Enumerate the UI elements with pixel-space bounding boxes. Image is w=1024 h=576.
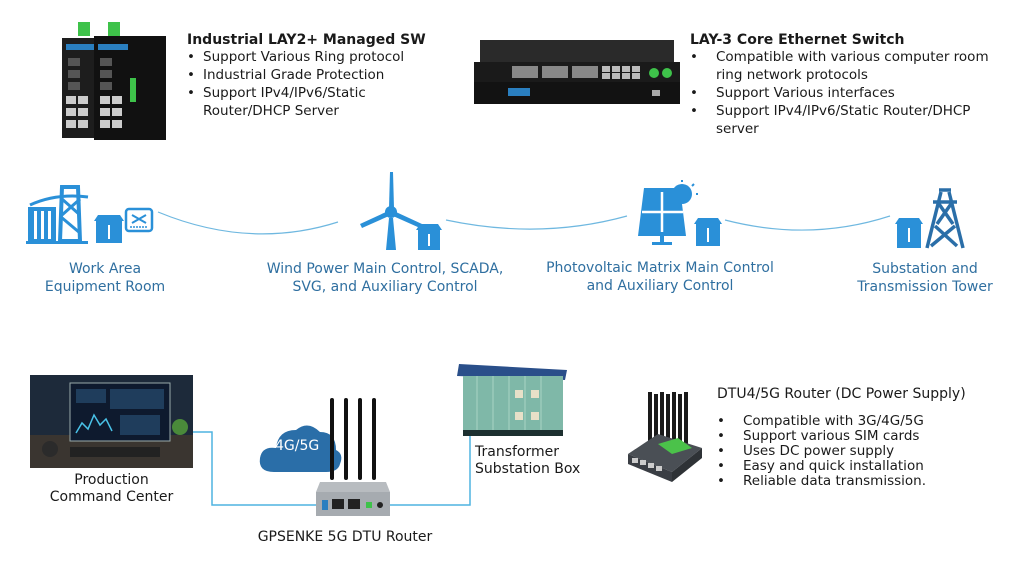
cloud-label: 4G/5G <box>275 438 320 454</box>
l3-switch-feature: Compatible with various computer room ri… <box>690 48 1010 84</box>
dtu-router-feature: Support various SIM cards <box>717 429 1017 445</box>
l2-switch-feature: Industrial Grade Protection <box>187 66 447 84</box>
industrial-switch-image <box>62 22 166 140</box>
substation-box-link <box>388 430 471 506</box>
network-lines <box>192 430 471 506</box>
site-work-area: Work Area Equipment Room <box>44 261 166 295</box>
l2-switch-feature: Support Various Ring protocol <box>187 48 447 66</box>
transmission-tower-icon <box>895 188 965 249</box>
solar-panel-icon <box>638 180 722 246</box>
l2-switch-feature: Support IPv4/IPv6/Static Router/DHCP Ser… <box>187 84 447 120</box>
router-label: GPSENKE 5G DTU Router <box>257 529 433 545</box>
l2-switch-spec: Industrial LAY2+ Managed SW Support Vari… <box>187 32 447 120</box>
core-switch-image <box>474 40 680 104</box>
dtu-router-feature: Compatible with 3G/4G/5G <box>717 414 1017 430</box>
site-connection-lines <box>157 211 891 235</box>
l2-switch-title: Industrial LAY2+ Managed SW <box>187 32 426 48</box>
dtu-4g5g-router-image <box>628 392 702 482</box>
command-center-link <box>192 431 318 506</box>
connection-line <box>724 215 891 231</box>
connection-line <box>445 215 628 230</box>
connection-line <box>157 211 339 235</box>
dtu-router-image <box>316 398 390 516</box>
dtu-router-spec: DTU4/5G Router (DC Power Supply) Compati… <box>717 386 1017 489</box>
site-substation-tower: Substation and Transmission Tower <box>857 261 993 295</box>
site-wind-power: Wind Power Main Control, SCADA, SVG, and… <box>266 261 504 295</box>
dtu-router-feature: Uses DC power supply <box>717 444 1017 460</box>
dtu-router-feature: Easy and quick installation <box>717 459 1017 475</box>
substation-box-label: Transformer Substation Box <box>475 444 581 477</box>
dtu-router-title: DTU4/5G Router (DC Power Supply) <box>717 386 966 402</box>
l3-switch-title: LAY-3 Core Ethernet Switch <box>690 32 905 48</box>
l3-switch-spec: LAY-3 Core Ethernet Switch Compatible wi… <box>690 32 1010 138</box>
site-photovoltaic: Photovoltaic Matrix Main Control and Aux… <box>546 260 774 294</box>
command-center-image <box>30 375 193 468</box>
wind-turbine-icon <box>360 172 442 250</box>
l3-switch-feature: Support Various interfaces <box>690 84 1010 102</box>
substation-box-image <box>457 364 567 436</box>
equipment-room-icon <box>26 185 154 244</box>
dtu-router-feature: Reliable data transmission. <box>717 474 1017 490</box>
l3-switch-feature: Support IPv4/IPv6/Static Router/DHCP ser… <box>690 102 1010 138</box>
command-center-label: Production Command Center <box>49 472 174 505</box>
cloud-icon <box>259 425 342 472</box>
